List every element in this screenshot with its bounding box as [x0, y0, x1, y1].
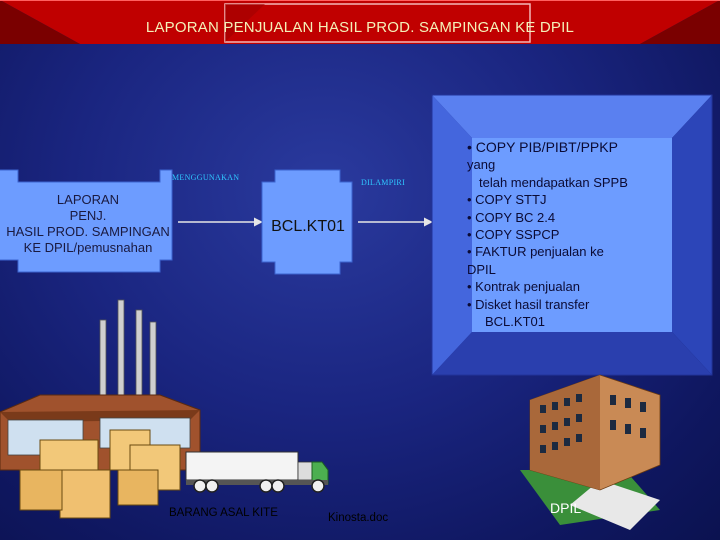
- report-box: LAPORAN PENJ. HASIL PROD. SAMPINGAN KE D…: [0, 192, 188, 256]
- list-item: • Kontrak penjualan: [467, 278, 677, 295]
- list-item: • COPY BC 2.4: [467, 209, 677, 226]
- list-item: DPIL: [467, 261, 677, 278]
- report-line: HASIL PROD. SAMPINGAN: [0, 224, 188, 240]
- list-item: BCL.KT01: [467, 313, 677, 330]
- office-building-illustration: [520, 375, 660, 530]
- use-label: MENGGUNAKAN: [172, 173, 239, 182]
- list-item: • FAKTUR penjualan ke: [467, 243, 677, 260]
- file-label: Kinosta.doc: [328, 512, 388, 524]
- report-line: LAPORAN: [0, 192, 188, 208]
- document-list: • COPY PIB/PIBT/PPKP yang telah mendapat…: [467, 139, 677, 330]
- list-item: • COPY SSPCP: [467, 226, 677, 243]
- office-label: DPIL: [550, 500, 581, 516]
- attach-label: DILAMPIRI: [361, 178, 405, 187]
- truck-illustration: [186, 452, 328, 492]
- bcl-form-label: BCL.KT01: [258, 218, 358, 236]
- goods-label: BARANG ASAL KITE: [169, 507, 278, 519]
- report-line: PENJ.: [0, 208, 188, 224]
- list-item: yang: [467, 156, 677, 173]
- list-item: • Disket hasil transfer: [467, 296, 677, 313]
- list-item: • COPY STTJ: [467, 191, 677, 208]
- list-item: • COPY PIB/PIBT/PPKP: [467, 139, 677, 156]
- factory-illustration: [0, 300, 200, 518]
- list-item: telah mendapatkan SPPB: [467, 174, 677, 191]
- report-line: KE DPIL/pemusnahan: [0, 240, 188, 256]
